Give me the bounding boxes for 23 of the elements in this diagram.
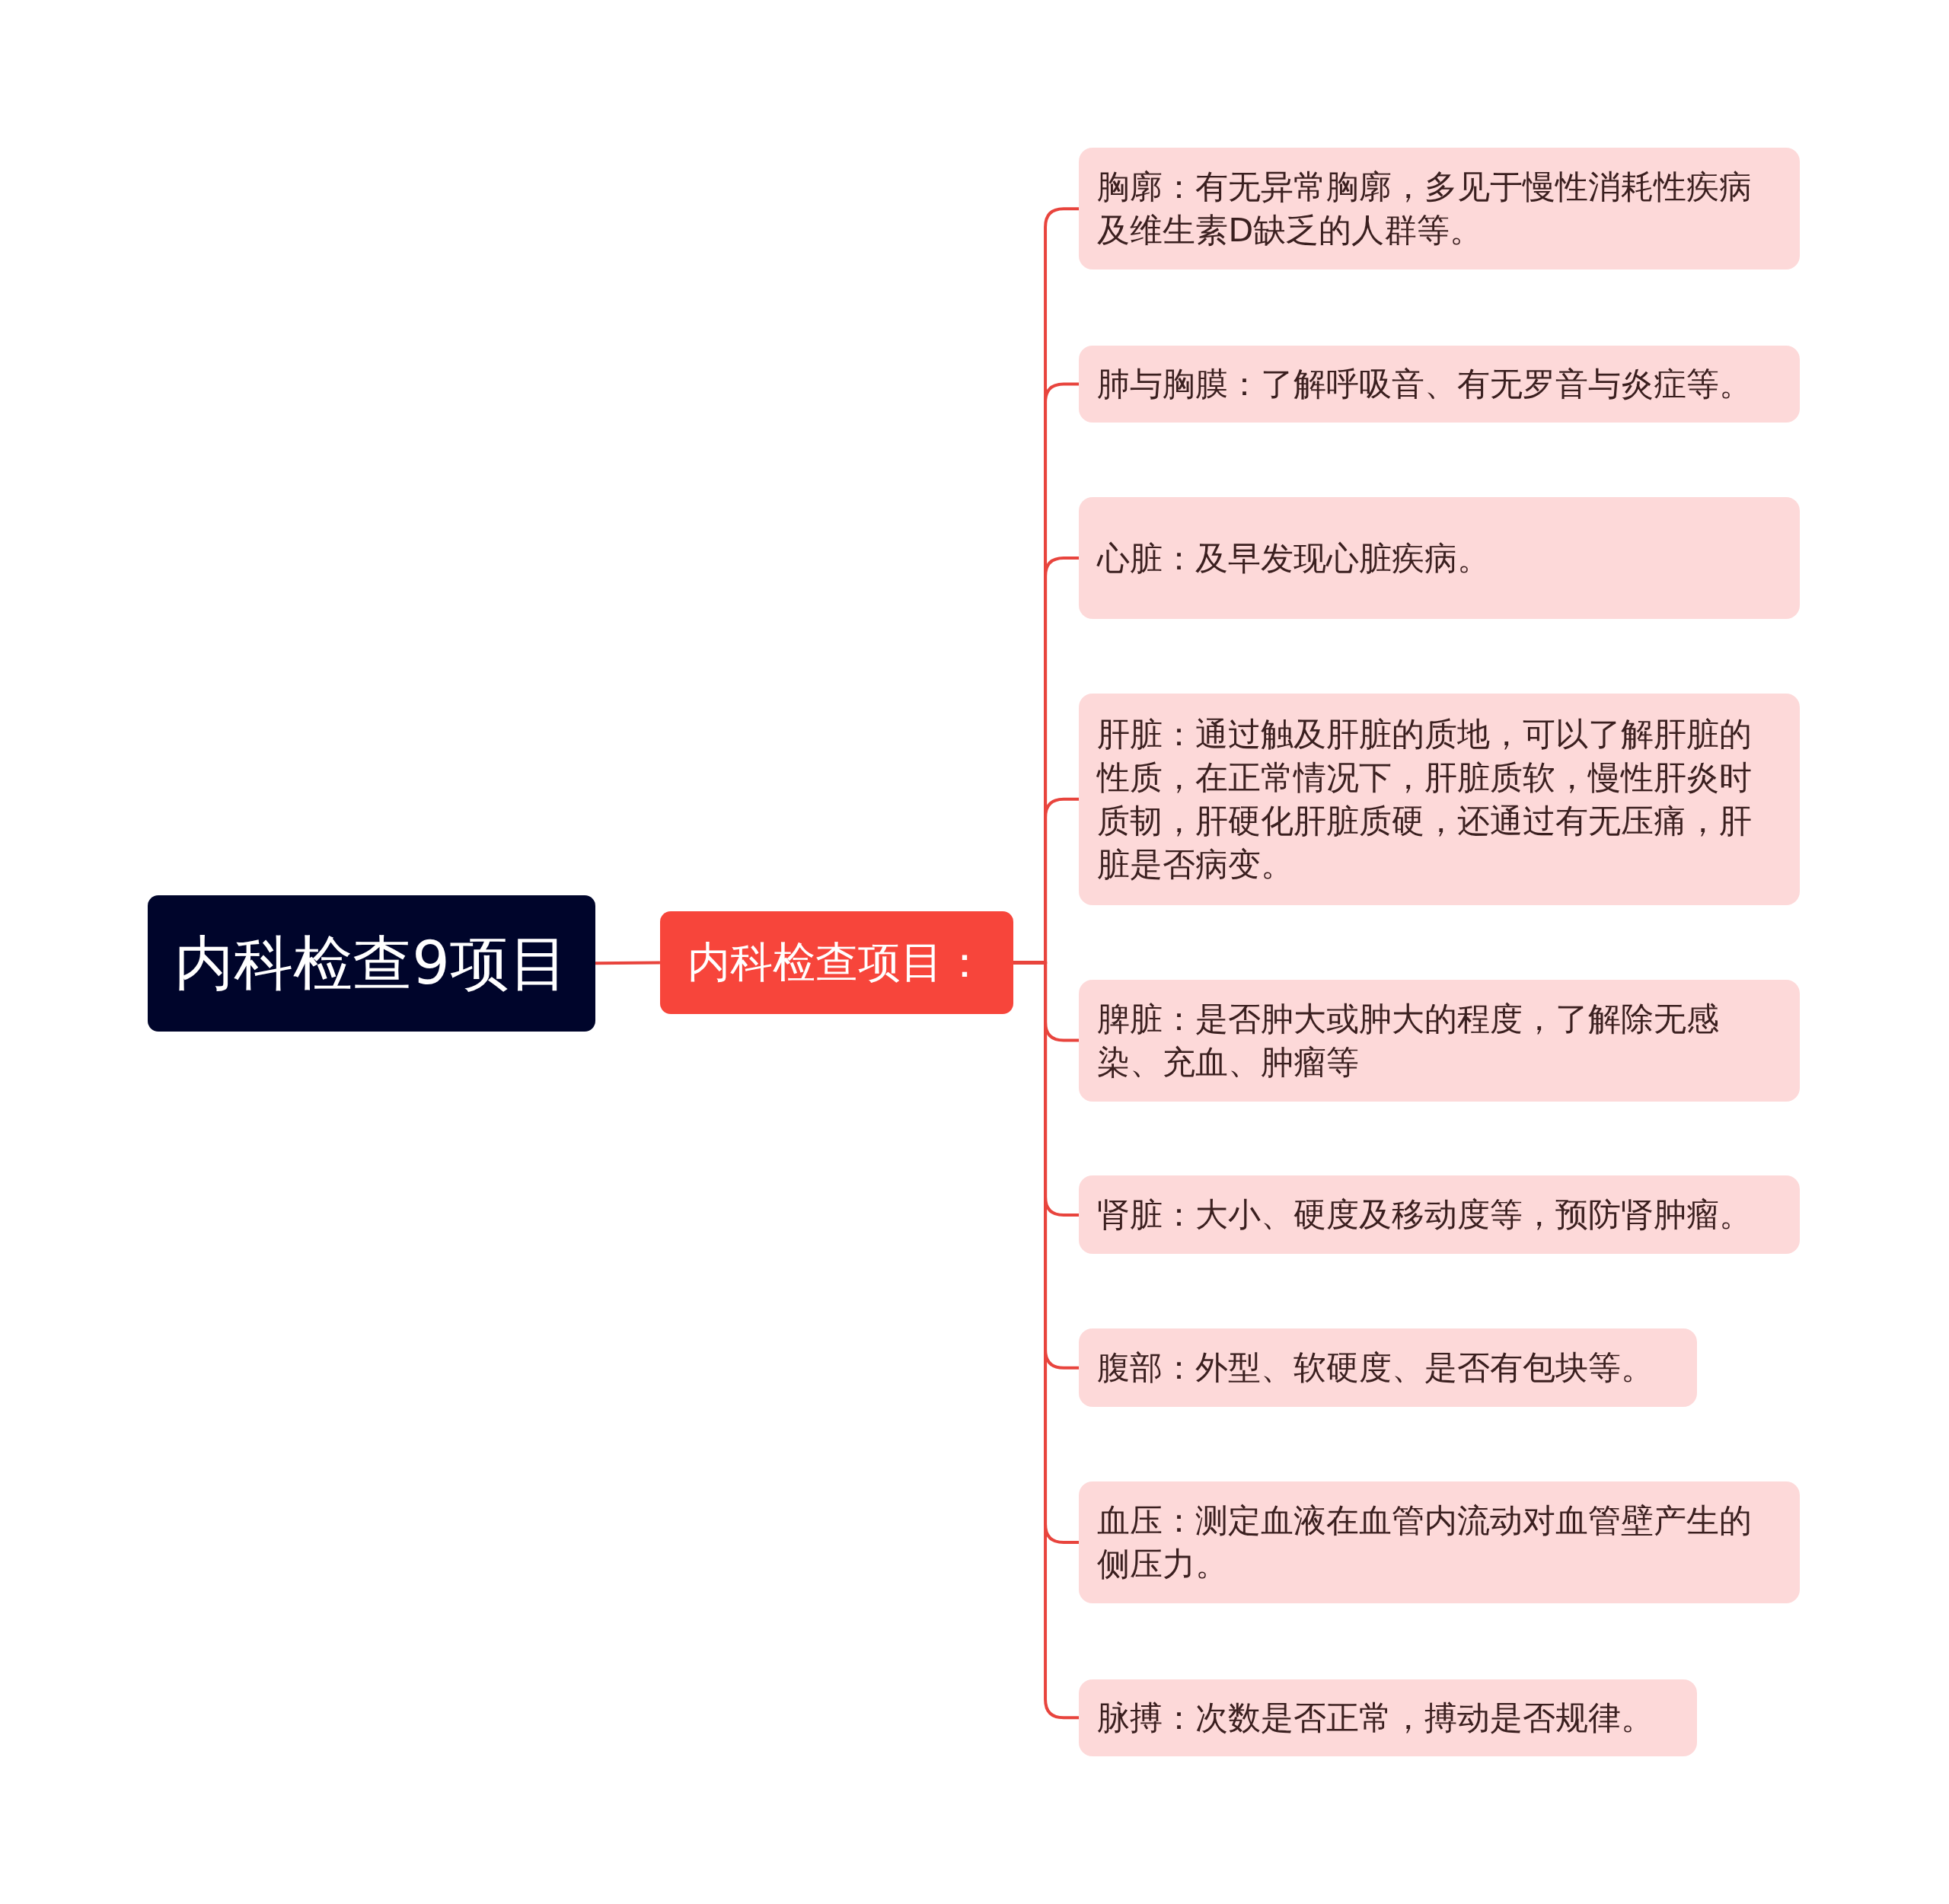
topic-text: 心脏：及早发现心脏疾病。: [1097, 537, 1491, 579]
subtopic-box: [1079, 1481, 1801, 1604]
subtopic-box: [1079, 345, 1801, 423]
topic-text: 血压：测定血液在血管内流动对血管壁产生的侧压力。: [1097, 1501, 1753, 1585]
root-topic-box: [148, 895, 596, 1032]
topic-text: 肝脏：通过触及肝脏的质地，可以了解肝脏的性质，在正常情况下，肝脏质软，慢性肝炎时质韧，肝硬化肝脏质硬，还通过有无压痛，肝脏是否病变。: [1097, 713, 1753, 885]
topic-text: 腹部：外型、软硬度、是否有包块等。: [1097, 1347, 1654, 1389]
topic-text: 脉搏：次数是否正常，搏动是否规律。: [1097, 1697, 1654, 1738]
subtopic-box: [1079, 694, 1801, 905]
main-topic-box: [659, 911, 1013, 1015]
subtopic-box: [1079, 1679, 1697, 1756]
topic-text: 脾脏：是否肿大或肿大的程度，了解除无感染、充血、肿瘤等: [1097, 998, 1721, 1083]
topic-text: 肺与胸膜：了解呼吸音、有无罗音与炎症等。: [1097, 364, 1753, 404]
subtopic-box: [1079, 148, 1801, 270]
topic-text: 胸廓：有无异常胸廓，多见于慢性消耗性疾病及维生素D缺乏的人群等。: [1097, 167, 1753, 251]
topic-text: 肾脏：大小、硬度及移动度等，预防肾肿瘤。: [1097, 1194, 1753, 1236]
topic-text: 内科检查9项目: [174, 933, 569, 994]
connector-line: [595, 961, 660, 965]
topic-text: 内科检查项目：: [687, 936, 986, 989]
subtopic-box: [1079, 497, 1801, 620]
subtopic-box: [1079, 1328, 1697, 1408]
subtopic-box: [1079, 1175, 1801, 1255]
subtopic-box: [1079, 979, 1801, 1102]
